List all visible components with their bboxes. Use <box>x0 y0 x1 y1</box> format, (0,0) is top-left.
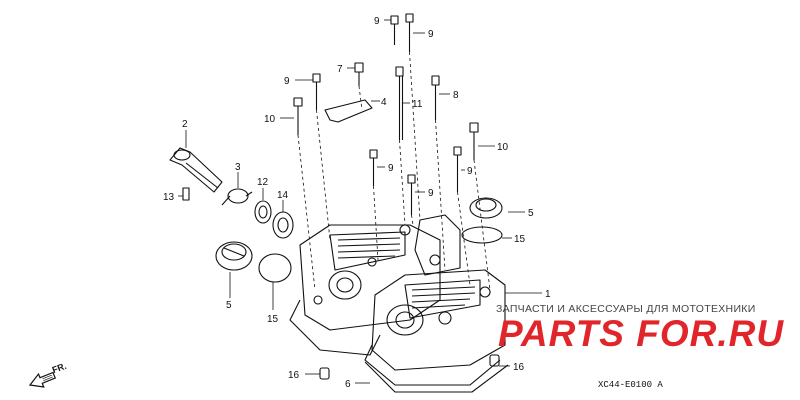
callout-12: 12 <box>257 177 269 188</box>
leader-lines <box>178 19 542 384</box>
callout-3: 3 <box>235 162 241 173</box>
dowel-part <box>489 354 500 367</box>
callout-11: 11 <box>412 99 423 110</box>
pin-part <box>182 187 190 201</box>
callout-2: 2 <box>182 119 188 130</box>
gasket-icon <box>258 253 292 283</box>
gasket-icon <box>461 226 503 244</box>
callout-1: 1 <box>545 289 551 300</box>
rocker-shaft-part <box>169 147 223 193</box>
diagram-code: XC44-E0100 A <box>598 380 663 390</box>
callout-5: 5 <box>528 208 534 219</box>
callout-5: 5 <box>226 300 232 311</box>
spring-part <box>221 188 253 206</box>
plug-icon <box>469 197 503 219</box>
callout-16: 16 <box>288 370 300 381</box>
callout-15: 15 <box>267 314 279 325</box>
callout-10: 10 <box>497 142 509 153</box>
callout-10: 10 <box>264 114 276 125</box>
callout-9: 9 <box>388 163 394 174</box>
rear-head-cover <box>289 224 441 356</box>
callout-15: 15 <box>514 234 526 245</box>
callout-9: 9 <box>428 188 434 199</box>
watermark-logo: PARTS FOR.RU <box>498 313 785 354</box>
bolt-icon <box>293 13 479 215</box>
arrow-icon <box>28 371 57 388</box>
oil-seal-part <box>272 211 294 239</box>
washer-part <box>254 200 272 224</box>
assembly-guides <box>297 51 491 291</box>
callout-9: 9 <box>467 166 473 177</box>
front-head-cover <box>364 214 506 386</box>
callout-13: 13 <box>163 192 175 203</box>
callout-4: 4 <box>381 97 387 108</box>
callout-9: 9 <box>374 16 380 27</box>
callout-9: 9 <box>284 76 290 87</box>
plug-icon <box>215 241 253 271</box>
cover-gasket-outline <box>364 361 509 393</box>
bracket-part <box>324 99 373 123</box>
callout-7: 7 <box>337 64 343 75</box>
watermark-tagline: ЗАПЧАСТИ И АКСЕССУАРЫ ДЛЯ МОТОТЕХНИКИ <box>496 303 756 315</box>
callout-14: 14 <box>277 190 289 201</box>
callout-6: 6 <box>345 379 351 390</box>
callout-9: 9 <box>428 29 434 40</box>
dowel-part <box>319 367 330 380</box>
callout-16: 16 <box>513 362 525 373</box>
callout-8: 8 <box>453 90 459 101</box>
